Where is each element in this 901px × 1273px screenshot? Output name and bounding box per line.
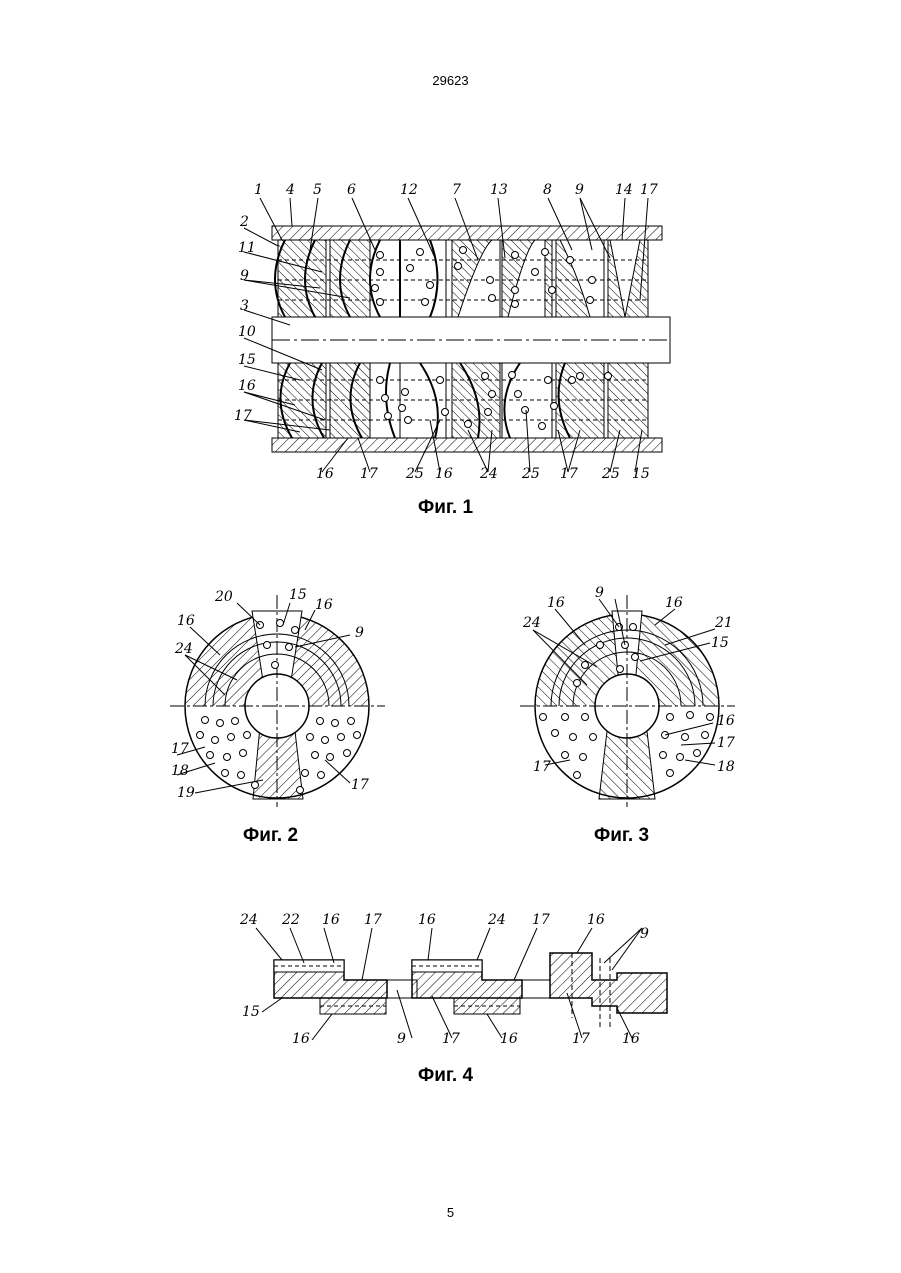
fig3-label: 16	[547, 595, 565, 611]
fig4-label: 16	[622, 1031, 640, 1047]
fig1-label: 1	[254, 182, 263, 198]
fig4-label: 16	[322, 912, 340, 928]
figure-3-caption: Фиг. 3	[594, 825, 649, 847]
fig1-label: 6	[347, 182, 356, 198]
fig1-label: 17	[560, 466, 578, 482]
fig1-label: 7	[452, 182, 461, 198]
figure-4-drawing: 24 22 16 17 16 24 17 16 9 15 16 9 17 16 …	[232, 908, 667, 1048]
page-number: 5	[0, 1205, 901, 1220]
figure-1-drawing: 1 4 5 6 12 7 13 8 9 14 17 2 11 9 3 10 15…	[230, 180, 670, 480]
fig1-label: 25	[521, 466, 540, 482]
fig1-label: 16	[316, 466, 334, 482]
fig1-label: 2	[239, 214, 249, 230]
fig4-label: 24	[487, 912, 506, 928]
fig4-label: 17	[364, 912, 382, 928]
fig3-label: 16	[665, 595, 683, 611]
fig3-label: 17	[533, 759, 551, 775]
fig1-label: 15	[632, 466, 650, 482]
fig4-label: 17	[572, 1031, 590, 1047]
fig1-label: 12	[400, 182, 418, 198]
fig1-label: 16	[238, 378, 256, 394]
fig1-label: 10	[238, 324, 256, 340]
fig1-label: 17	[360, 466, 378, 482]
fig2-label: 16	[177, 613, 195, 629]
fig3-label: 21	[714, 615, 733, 631]
fig4-label: 22	[281, 912, 300, 928]
fig4-label: 24	[239, 912, 258, 928]
fig1-label: 16	[435, 466, 453, 482]
fig2-label: 17	[171, 741, 189, 757]
figure-2-drawing: 20 15 16 16 9 24 17 18 19 17	[165, 585, 390, 810]
fig3-label: 18	[717, 759, 735, 775]
fig1-label: 14	[615, 182, 633, 198]
figure-4-caption: Фиг. 4	[418, 1065, 473, 1087]
fig1-label: 15	[238, 352, 256, 368]
fig4-label: 16	[587, 912, 605, 928]
fig1-label: 25	[405, 466, 424, 482]
fig1-label: 13	[490, 182, 508, 198]
document-number: 29623	[0, 73, 901, 88]
fig4-label: 17	[532, 912, 550, 928]
fig2-label: 18	[171, 763, 189, 779]
fig3-label: 17	[717, 735, 735, 751]
figure-3-drawing: 9 16 16 24 21 15 16 17 17 18	[515, 585, 740, 810]
fig1-label: 25	[601, 466, 620, 482]
fig1-label: 9	[240, 268, 249, 284]
fig2-label: 16	[315, 597, 333, 613]
fig1-label: 3	[240, 298, 249, 314]
fig2-label: 15	[289, 587, 307, 603]
fig4-label: 9	[640, 926, 649, 942]
fig4-label: 17	[442, 1031, 460, 1047]
figure-2-caption: Фиг. 2	[243, 825, 298, 847]
fig2-label: 17	[351, 777, 369, 793]
fig4-label: 16	[418, 912, 436, 928]
fig3-label: 24	[522, 615, 541, 631]
fig2-label: 20	[214, 589, 233, 605]
fig1-label: 24	[479, 466, 498, 482]
fig4-label: 15	[242, 1004, 260, 1020]
fig1-label: 8	[543, 182, 552, 198]
fig3-label: 15	[711, 635, 729, 651]
fig1-label: 17	[640, 182, 658, 198]
fig1-label: 5	[313, 182, 322, 198]
fig1-label: 4	[285, 182, 295, 198]
fig3-label: 16	[717, 713, 735, 729]
fig2-label: 19	[177, 785, 195, 801]
fig1-label: 9	[575, 182, 584, 198]
fig4-label: 16	[500, 1031, 518, 1047]
fig1-label: 17	[234, 408, 252, 424]
fig1-label: 11	[238, 240, 256, 256]
fig3-label: 9	[595, 585, 604, 601]
fig4-label: 16	[292, 1031, 310, 1047]
fig2-label: 24	[174, 641, 193, 657]
figure-1-caption: Фиг. 1	[418, 497, 473, 519]
fig4-label: 9	[397, 1031, 406, 1047]
fig2-label: 9	[355, 625, 364, 641]
